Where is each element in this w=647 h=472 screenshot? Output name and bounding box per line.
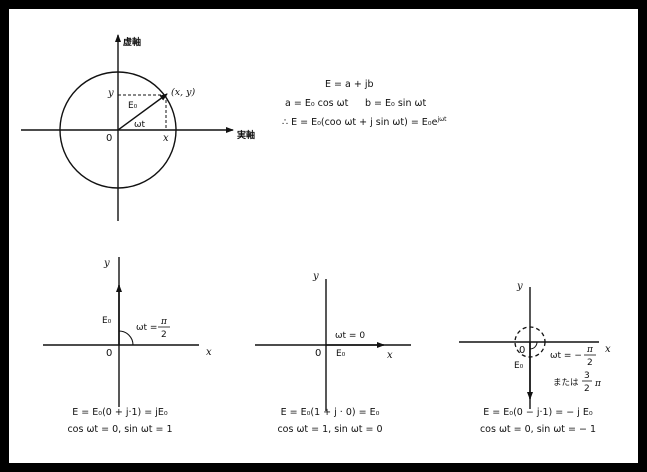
y-label: y: [516, 281, 523, 292]
angle-den: 2: [161, 330, 167, 340]
panel-pi-over-2: y x 0 E₀ ωt = π 2: [43, 257, 212, 407]
origin-label: 0: [106, 348, 112, 359]
point-label: (x, y): [171, 87, 195, 98]
y-label: y: [107, 88, 114, 99]
alt-den: 2: [584, 384, 590, 394]
angle-label: ωt: [134, 120, 146, 130]
x-label: x: [605, 344, 611, 355]
complex-plane-top: 虚軸 実軸 y x 0 (x, y) E₀ ωt: [21, 34, 255, 221]
angle-lhs: ωt = 0: [335, 331, 365, 341]
alt-num: 3: [584, 371, 590, 381]
caption-3-line-2: cos ωt = 0, sin ωt = − 1: [479, 424, 597, 435]
angle-arc: [118, 330, 134, 346]
equation-b: b = E₀ sin ωt: [365, 98, 427, 109]
origin-label: 0: [519, 345, 525, 356]
vector-label: E₀: [514, 361, 524, 371]
dashed-angle-circle: [514, 326, 546, 358]
equation-euler-exp: jωt: [437, 116, 447, 123]
diagram-sheet: 虚軸 実軸 y x 0 (x, y) E₀ ωt y x 0 E₀ ωt = π…: [9, 9, 638, 463]
angle-den: 2: [587, 358, 593, 368]
vector-label: E₀: [102, 316, 112, 326]
phasor-diagram: 虚軸 実軸 y x 0 (x, y) E₀ ωt y x 0 E₀ ωt = π…: [21, 34, 611, 411]
origin-label: 0: [315, 348, 321, 359]
y-label: y: [103, 258, 110, 269]
x-label: x: [163, 133, 169, 144]
origin-label: 0: [106, 133, 112, 144]
equation-euler: ∴ E = E₀(coo ωt + j sin ωt) = E₀ejωt: [282, 116, 447, 128]
vector-label: E₀: [336, 349, 346, 359]
equation-e: E = a + jb: [325, 79, 374, 90]
x-label: x: [387, 350, 393, 361]
angle-lhs: ωt = −: [550, 351, 582, 361]
real-axis-label: 実軸: [237, 129, 255, 141]
x-label: x: [206, 347, 212, 358]
imag-axis-label: 虚軸: [123, 36, 141, 48]
vector-label: E₀: [128, 101, 138, 111]
angle-lhs: ωt =: [136, 323, 157, 333]
caption-2-line-1: E = E₀(1 + j · 0) = E₀: [280, 407, 380, 418]
angle-num: π: [160, 317, 168, 327]
y-label: y: [312, 271, 319, 282]
alt-suffix: π: [594, 379, 602, 389]
angle-arc: [529, 341, 538, 350]
caption-3-line-1: E = E₀(0 − j·1) = − j E₀: [483, 407, 593, 418]
alt-prefix: または: [553, 378, 579, 388]
caption-1-line-2: cos ωt = 0, sin ωt = 1: [67, 424, 173, 435]
equation-a: a = E₀ cos ωt: [285, 98, 349, 109]
panel-minus-pi-over-2: y x 0 E₀ ωt = − π 2 または 3 2 π: [459, 281, 611, 409]
angle-num: π: [586, 345, 594, 355]
equation-euler-main: ∴ E = E₀(coo ωt + j sin ωt) = E₀e: [282, 117, 438, 129]
panel-zero: y x 0 E₀ ωt = 0: [255, 271, 411, 411]
caption-2-line-2: cos ωt = 1, sin ωt = 0: [277, 424, 383, 435]
caption-1-line-1: E = E₀(0 + j·1) = jE₀: [72, 407, 168, 418]
vector-e0: [117, 93, 168, 131]
